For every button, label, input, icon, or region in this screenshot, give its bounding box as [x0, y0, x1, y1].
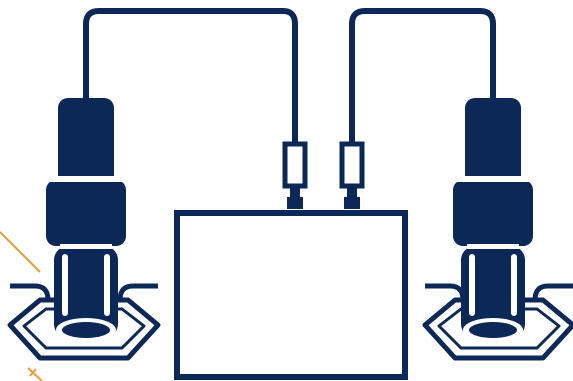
- right-cable: [349, 8, 496, 208]
- right-connector: [339, 141, 365, 209]
- right-sensor-probe: [422, 98, 573, 361]
- orange-accent-lines: [0, 231, 43, 381]
- control-box: [174, 210, 408, 380]
- probe-bottoms: [56, 318, 523, 342]
- left-sensor-probe: [7, 98, 161, 361]
- left-connector: [282, 141, 308, 209]
- left-cable: [83, 8, 298, 208]
- left-probe-base: [7, 283, 161, 361]
